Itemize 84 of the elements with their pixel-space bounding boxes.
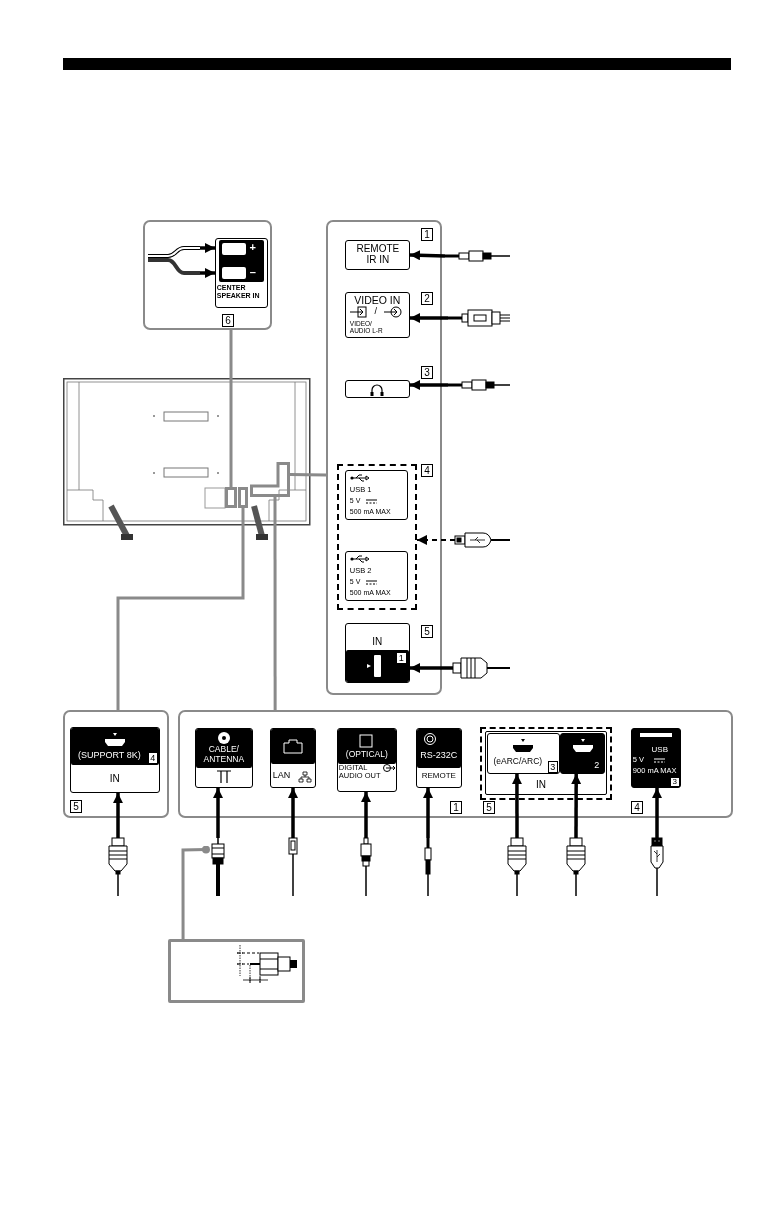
flat-plug-drawing <box>106 838 130 896</box>
arrow <box>416 534 456 545</box>
port-group <box>480 727 612 800</box>
port-label: (OPTICAL) <box>344 749 389 761</box>
arrow <box>511 774 522 838</box>
arrow <box>200 268 215 278</box>
arrow <box>410 313 448 323</box>
arrow <box>361 792 371 838</box>
arrow <box>113 793 123 838</box>
port-panel <box>70 727 160 793</box>
callout-number: 2 <box>421 292 433 305</box>
port-number: 3 <box>669 776 680 787</box>
highlight-frame <box>225 487 237 508</box>
port-number: 3 <box>547 760 558 773</box>
arrow <box>423 788 433 838</box>
flat-plug-drawing <box>505 838 529 896</box>
port-label: / <box>373 305 379 318</box>
port-label: (eARC/ARC) <box>492 756 544 768</box>
port-panel <box>195 728 253 788</box>
polarity-mark: + <box>248 240 257 254</box>
port-label: VIDEO IN <box>353 293 402 306</box>
callout-number: 3 <box>421 366 433 379</box>
callout-number: 5 <box>70 800 82 813</box>
port-panel <box>631 728 681 788</box>
port-panel <box>270 728 316 788</box>
jack-plug-drawing <box>448 379 510 391</box>
port-label: LAN <box>272 769 292 782</box>
port-panel <box>345 380 410 398</box>
arrow <box>410 663 453 673</box>
port-number: 1 <box>395 651 407 664</box>
arrow <box>410 380 448 391</box>
port-number: 2 <box>593 759 601 772</box>
leader-line <box>181 845 210 939</box>
port-label: IN <box>108 772 121 786</box>
callout-number: 5 <box>483 801 495 814</box>
port-panel <box>345 292 410 338</box>
speaker-terminal-block <box>215 238 268 308</box>
polarity-mark: – <box>248 265 257 279</box>
av-cable-plug-drawing <box>448 309 510 327</box>
port-label: USB <box>650 744 669 755</box>
arrow <box>288 788 298 838</box>
port-panel <box>345 551 408 601</box>
detail-panel <box>168 939 305 1003</box>
callout-number: 1 <box>450 801 462 814</box>
port-panel <box>337 728 397 792</box>
connection-panel <box>326 220 442 695</box>
callout-number: 4 <box>421 464 433 477</box>
flat-plug-drawing <box>564 838 588 896</box>
port-number: 4 <box>147 751 158 764</box>
port-label: REMOTE IR IN <box>355 242 401 268</box>
port-panel <box>560 733 605 774</box>
flat-plug-drawing <box>453 657 510 679</box>
arrow <box>571 774 582 838</box>
port-label: IN <box>535 779 547 792</box>
arrow <box>409 250 446 261</box>
port-panel <box>345 623 410 683</box>
callout-number: 1 <box>421 228 433 241</box>
port-label: CABLE/ ANTENNA <box>202 744 246 766</box>
connector-line <box>116 508 245 710</box>
connector-line <box>273 497 277 710</box>
port-group <box>337 464 417 610</box>
connection-panel <box>63 710 169 818</box>
port-label: REMOTE <box>420 770 457 782</box>
connection-panel <box>143 220 272 330</box>
arrow <box>652 788 662 838</box>
callout-number: 5 <box>421 625 433 638</box>
port-label: RS-232C <box>419 749 459 762</box>
connector-line <box>229 330 233 487</box>
callout-number: 6 <box>222 314 234 327</box>
arrow <box>200 243 215 253</box>
connector-line <box>289 473 327 477</box>
connection-panel <box>178 710 733 818</box>
port-panel <box>487 733 560 774</box>
highlight-frame <box>250 462 290 497</box>
arrow <box>213 788 223 838</box>
port-panel <box>345 470 408 520</box>
highlight-frame <box>238 487 248 508</box>
port-panel <box>416 728 462 788</box>
jack-plug-drawing <box>445 249 510 263</box>
callout-number: 4 <box>631 801 643 814</box>
port-panel <box>345 240 410 270</box>
usb-plug-drawing <box>455 532 510 548</box>
port-label: (SUPPORT 8K) <box>76 749 142 762</box>
port-label: IN <box>371 635 384 648</box>
